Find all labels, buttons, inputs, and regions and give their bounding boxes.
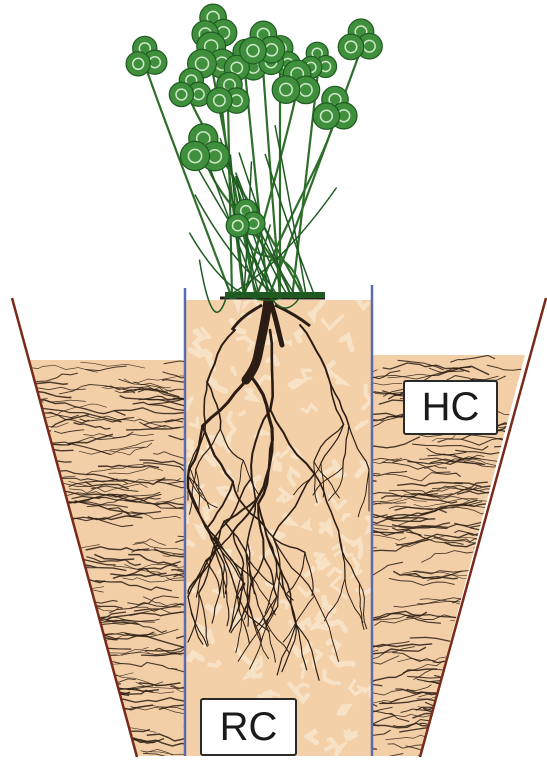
hc-label: HC bbox=[403, 380, 498, 435]
rc-label: RC bbox=[200, 698, 297, 756]
hc-label-text: HC bbox=[422, 385, 480, 430]
soil-left bbox=[0, 355, 200, 761]
rc-label-text: RC bbox=[220, 705, 278, 750]
clover-plant-icon bbox=[126, 4, 382, 312]
